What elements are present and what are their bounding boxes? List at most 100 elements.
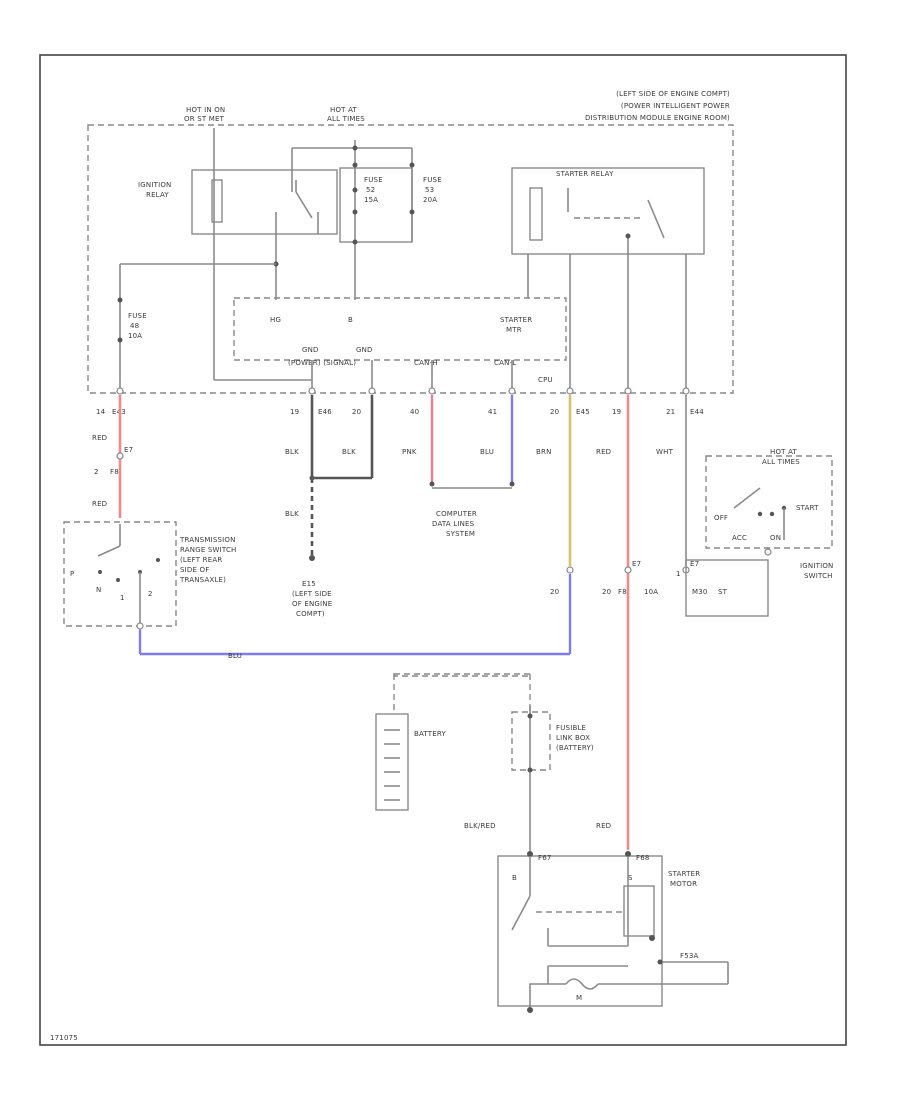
starter-relay: STARTER RELAY [511,167,705,262]
battery: BATTERY [375,673,531,811]
diagram-id: 171075 [50,1034,78,1042]
ignition-switch: HOT AT ALL TIMES START OFF ACC ON IGNITI… [705,448,833,580]
svg-text:SWITCH: SWITCH [804,572,833,580]
svg-text:E7: E7 [124,446,133,454]
svg-text:BLU: BLU [228,652,242,660]
svg-text:F68: F68 [636,854,650,862]
svg-text:N: N [96,586,101,594]
svg-text:COMPT): COMPT) [296,610,325,618]
red-wire-right: RED E7 20 F8 10A RED [596,395,658,850]
svg-text:BLK: BLK [342,448,356,456]
svg-text:M30: M30 [692,588,708,596]
svg-text:48: 48 [130,322,139,330]
svg-text:BLK: BLK [285,448,299,456]
starter-motor: F67 F68 STARTER MOTOR B S F53A M [497,851,729,1013]
svg-text:CPU: CPU [538,376,553,384]
svg-text:DATA LINES: DATA LINES [432,520,475,528]
power-distribution-module: (LEFT SIDE OF ENGINE COMPT) (POWER INTEL… [87,90,734,394]
svg-text:15A: 15A [364,196,378,204]
svg-text:10A: 10A [644,588,658,596]
svg-text:IGNITION: IGNITION [800,562,833,570]
svg-text:M: M [576,994,582,1002]
svg-text:ON: ON [770,534,781,542]
svg-text:F53A: F53A [680,952,699,960]
svg-text:E7: E7 [632,560,641,568]
svg-text:20A: 20A [423,196,437,204]
svg-text:GND: GND [302,346,319,354]
svg-text:(LEFT SIDE: (LEFT SIDE [292,590,332,598]
svg-text:CAN-H: CAN-H [414,359,438,367]
svg-text:20: 20 [352,408,361,416]
svg-text:19: 19 [290,408,299,416]
svg-text:RANGE SWITCH: RANGE SWITCH [180,546,237,554]
svg-text:E46: E46 [318,408,332,416]
svg-text:(BATTERY): (BATTERY) [556,744,594,752]
svg-text:BLK/RED: BLK/RED [464,822,496,830]
svg-text:S: S [628,874,633,882]
svg-text:19: 19 [612,408,621,416]
svg-text:COMPUTER: COMPUTER [436,510,477,518]
svg-text:10A: 10A [128,332,142,340]
ground-wires: BLK BLK BLK E15 (LEFT SIDE OF ENGINE COM… [285,395,374,618]
red-wire-left: RED E7 2 F8 RED [92,395,133,518]
transmission-range-switch: TRANSMISSION RANGE SWITCH (LEFT REAR SID… [63,521,237,630]
svg-text:(POWER INTELLIGENT POWER: (POWER INTELLIGENT POWER [621,102,730,110]
svg-text:E44: E44 [690,408,704,416]
svg-text:53: 53 [425,186,434,194]
svg-text:CAN-L: CAN-L [494,359,516,367]
svg-text:IGNITION: IGNITION [138,181,171,189]
svg-text:21: 21 [666,408,675,416]
svg-text:BLK: BLK [285,510,299,518]
svg-text:1: 1 [676,570,681,578]
svg-text:OR ST MET: OR ST MET [184,115,225,123]
svg-text:GND: GND [356,346,373,354]
svg-text:SYSTEM: SYSTEM [446,530,475,538]
svg-text:P: P [70,570,74,578]
svg-text:DISTRIBUTION MODULE ENGINE ROO: DISTRIBUTION MODULE ENGINE ROOM) [585,114,730,122]
can-lines: PNK BLU COMPUTER DATA LINES SYSTEM [402,395,515,538]
svg-text:OFF: OFF [714,514,728,522]
fuse-group: FUSE 52 15A FUSE 53 20A [291,140,442,300]
svg-text:41: 41 [488,408,497,416]
svg-text:BLU: BLU [480,448,494,456]
ignition-relay: IGNITION RELAY [138,169,338,235]
svg-text:40: 40 [410,408,419,416]
svg-text:HOT AT: HOT AT [770,448,798,456]
svg-text:FUSE: FUSE [423,176,442,184]
svg-text:WHT: WHT [656,448,674,456]
svg-text:E45: E45 [576,408,590,416]
svg-text:STARTER RELAY: STARTER RELAY [556,170,614,178]
svg-text:(LEFT REAR: (LEFT REAR [180,556,222,564]
svg-text:2: 2 [94,468,99,476]
svg-text:FUSE: FUSE [128,312,147,320]
svg-text:RED: RED [596,448,611,456]
svg-text:MOTOR: MOTOR [670,880,697,888]
svg-text:MTR: MTR [506,326,522,334]
svg-text:TRANSMISSION: TRANSMISSION [179,536,236,544]
svg-text:OF ENGINE: OF ENGINE [292,600,332,608]
svg-text:ALL TIMES: ALL TIMES [327,115,365,123]
svg-text:STARTER: STARTER [668,870,700,878]
svg-text:STARTER: STARTER [500,316,532,324]
svg-text:PNK: PNK [402,448,417,456]
svg-text:RED: RED [92,434,107,442]
connector-row: 14 E43 19 E46 20 40 41 20 E45 19 21 E44 [96,387,704,416]
svg-text:20: 20 [602,588,611,596]
svg-text:(POWER) (SIGNAL): (POWER) (SIGNAL) [288,359,356,367]
svg-text:HOT IN ON: HOT IN ON [186,106,225,114]
diagram-frame [39,54,847,1046]
svg-text:1: 1 [120,594,125,602]
svg-text:RELAY: RELAY [146,191,169,199]
svg-text:BATTERY: BATTERY [414,730,447,738]
svg-text:TRANSAXLE): TRANSAXLE) [179,576,226,584]
svg-text:E15: E15 [302,580,316,588]
svg-text:FUSIBLE: FUSIBLE [556,724,586,732]
svg-text:HOT AT: HOT AT [330,106,358,114]
svg-text:E7: E7 [690,560,699,568]
svg-text:F8: F8 [110,468,119,476]
white-wire: WHT 1 E7 M30 ST [656,395,769,617]
svg-text:F67: F67 [538,854,552,862]
svg-text:FUSE: FUSE [364,176,383,184]
svg-text:HG: HG [270,316,281,324]
